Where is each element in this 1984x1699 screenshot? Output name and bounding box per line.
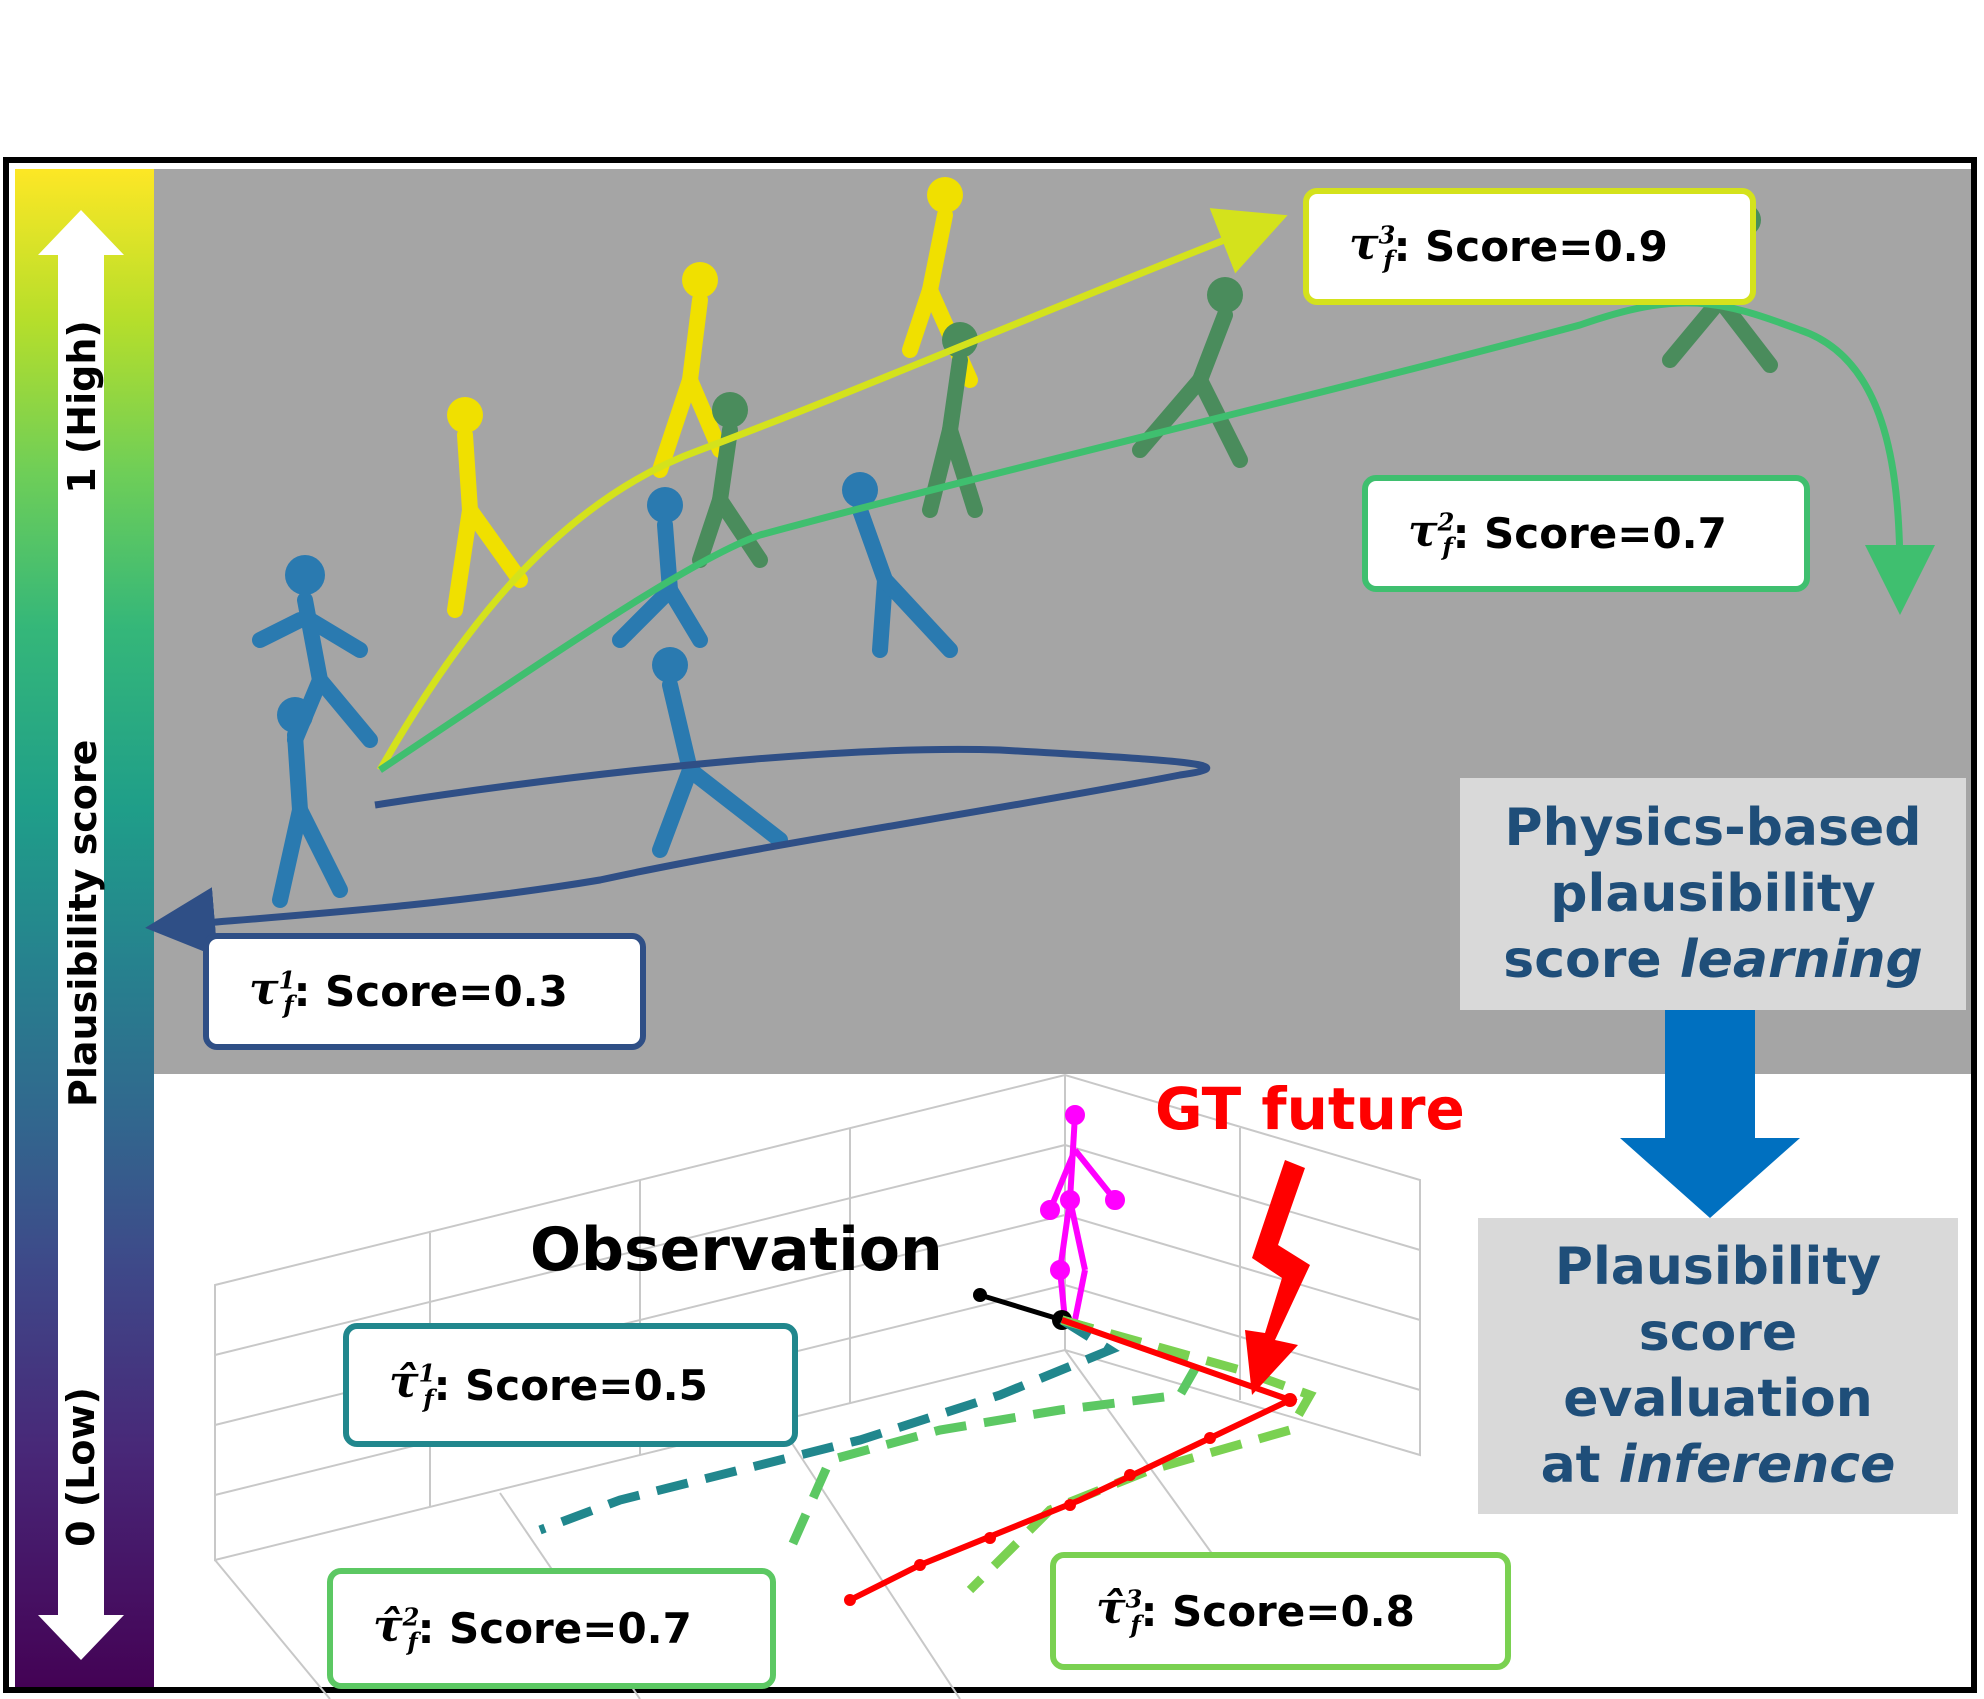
- score-symbol: τ̂3f: [1096, 1583, 1143, 1639]
- score-text: : Score=0.7: [1452, 509, 1727, 558]
- observation-trajectory: [973, 1288, 1072, 1330]
- observation-skeleton: [1040, 1105, 1125, 1321]
- colorbar-double-arrow: [38, 210, 124, 1660]
- score-symbol: τ1f: [249, 963, 296, 1020]
- flow-arrow-down: [1620, 1010, 1800, 1218]
- score-text: : Score=0.7: [417, 1604, 692, 1653]
- gt-future-trajectory: [844, 1317, 1298, 1606]
- inference-box: Plausibility score evaluation at inferen…: [1478, 1218, 1958, 1514]
- score-text: : Score=0.3: [293, 967, 568, 1016]
- inference-line-4: at inference: [1540, 1435, 1896, 1495]
- inference-line-2: score: [1638, 1303, 1798, 1363]
- learning-box: Physics-based plausibility score learnin…: [1460, 778, 1966, 1010]
- score-text: : Score=0.9: [1393, 222, 1668, 271]
- score-box-hat-tau-f-2: τ̂2f : Score=0.7: [327, 1568, 776, 1689]
- score-symbol: τ̂1f: [389, 1357, 436, 1413]
- score-symbol: τ2f: [1408, 505, 1455, 562]
- trajectory-hat-tau-f-1: [538, 1316, 1120, 1535]
- score-box-tau-f-2: τ2f : Score=0.7: [1362, 475, 1810, 592]
- trajectory-tau-f-2: [378, 299, 1935, 773]
- inference-line-3: evaluation: [1563, 1369, 1873, 1429]
- score-symbol: τ3f: [1349, 218, 1396, 275]
- learning-line-1: Physics-based: [1504, 798, 1922, 858]
- score-text: : Score=0.8: [1140, 1586, 1415, 1636]
- gt-future-label: GT future: [1155, 1075, 1465, 1143]
- observation-label: Observation: [530, 1215, 943, 1285]
- trajectory-hat-tau-f-2: [785, 1315, 1207, 1552]
- gt-future-arrow: [1245, 1160, 1310, 1395]
- learning-line-2: plausibility: [1550, 864, 1876, 924]
- colorbar-mid-label: Plausibility score: [61, 739, 105, 1107]
- score-box-hat-tau-f-3: τ̂3f : Score=0.8: [1050, 1552, 1511, 1670]
- trajectory-tau-f-1: [145, 745, 1211, 957]
- learning-line-3: score learning: [1503, 930, 1923, 990]
- inference-line-1: Plausibility: [1554, 1237, 1882, 1297]
- trajectory-tau-f-3: [376, 208, 1288, 772]
- colorbar-low-label: 0 (Low): [59, 1387, 103, 1547]
- score-box-tau-f-3: τ3f : Score=0.9: [1303, 188, 1756, 305]
- score-text: : Score=0.5: [433, 1360, 708, 1410]
- score-box-tau-f-1: τ1f : Score=0.3: [203, 933, 646, 1050]
- colorbar-high-label: 1 (High): [60, 320, 104, 494]
- score-box-hat-tau-f-1: τ̂1f : Score=0.5: [343, 1323, 798, 1447]
- score-symbol: τ̂2f: [373, 1600, 420, 1657]
